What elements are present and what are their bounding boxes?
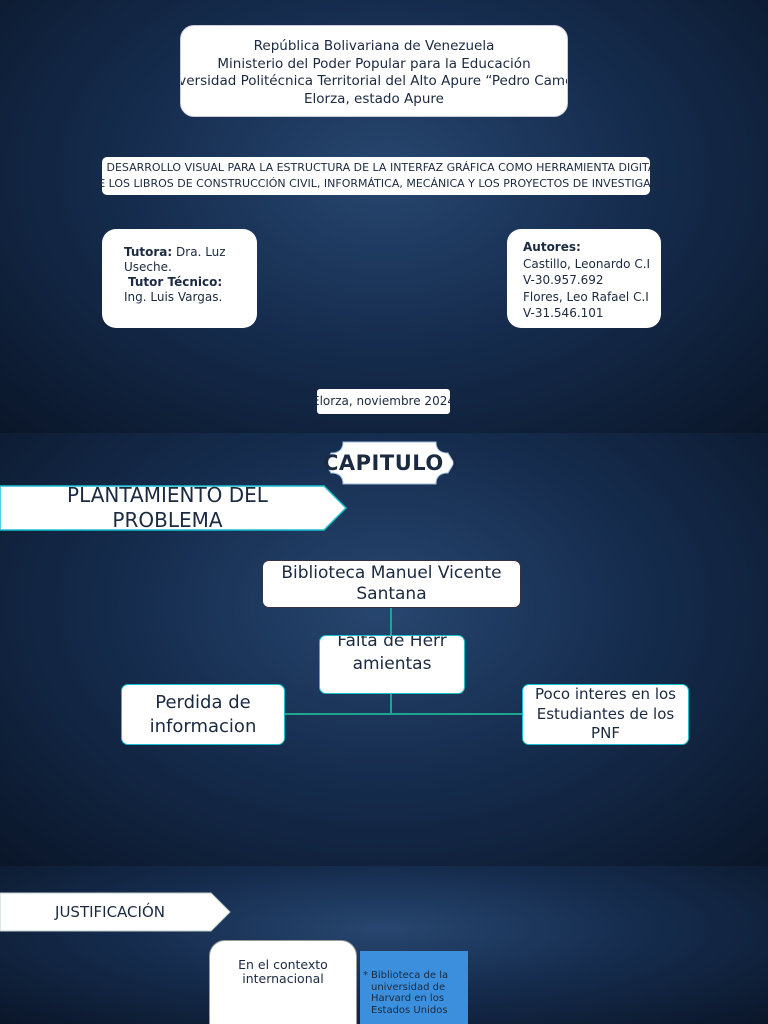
title-banner xyxy=(102,157,650,195)
justification-arrow: JUSTIFICACIÓN xyxy=(0,892,231,932)
author-line-4: V-31.546.101 xyxy=(523,306,604,320)
author-line-2: V-30.957.692 xyxy=(523,273,604,287)
tutora-text: Tutora: Dra. Luz Useche. xyxy=(124,245,247,275)
context-card-text: En el contexto internacional xyxy=(238,957,328,986)
institution-line-2: Ministerio del Poder Popular para la Edu… xyxy=(217,55,531,72)
chapter-badge-shape xyxy=(324,441,455,485)
authors-label: Autores: xyxy=(523,240,581,254)
thesis-title-line-2: DE LOS LIBROS DE CONSTRUCCIÓN CIVIL, INF… xyxy=(89,177,679,190)
date-text: Elorza, noviembre 2024 xyxy=(317,394,450,408)
section-arrow: PLANTAMIENTO DEL PROBLEMA xyxy=(0,483,347,532)
author-line-1: Castillo, Leonardo C.I xyxy=(523,256,651,271)
institution-line-3: Universidad Politécnica Territorial del … xyxy=(181,73,567,89)
date-box: Elorza, noviembre 2024 xyxy=(317,389,450,414)
node-biblioteca: Biblioteca Manuel Vicente Santana xyxy=(262,560,521,608)
node-poco-interes: Poco interes en los Estudiantes de los P… xyxy=(522,684,689,745)
author-line-3: Flores, Leo Rafael C.I xyxy=(523,289,649,304)
note-box: * Biblioteca de la universidad de Harvar… xyxy=(360,951,468,1024)
authors-box: Autores: Castillo, Leonardo C.I V-30.957… xyxy=(507,229,661,328)
section-title: PLANTAMIENTO DEL PROBLEMA xyxy=(67,483,268,532)
node-poco-interes-text: Poco interes en los Estudiantes de los P… xyxy=(535,685,676,743)
tutor-tecnico-name: Ing. Luis Vargas. xyxy=(124,290,223,304)
section-arrow-shape xyxy=(0,485,347,531)
connector-horizontal xyxy=(284,713,524,715)
thesis-title-line-1: DESARROLLO VISUAL PARA LA ESTRUCTURA DE … xyxy=(106,161,662,174)
chapter-title: CAPITULO I xyxy=(323,451,456,475)
justification-arrow-shape xyxy=(0,892,231,932)
connector-middle-down xyxy=(390,691,392,715)
node-perdida-informacion-text: Perdida de informacion xyxy=(149,691,257,737)
node-perdida-informacion: Perdida de informacion xyxy=(121,684,285,745)
institution-box: República Bolivariana de Venezuela Minis… xyxy=(180,25,568,117)
node-falta-herramientas: Falta de Herramientas xyxy=(319,635,465,694)
tutors-box: Tutora: Dra. Luz Useche. Tutor Técnico: … xyxy=(102,229,257,328)
node-biblioteca-text: Biblioteca Manuel Vicente Santana xyxy=(281,563,502,604)
connector-root-middle xyxy=(390,608,392,636)
thesis-title: DESARROLLO VISUAL PARA LA ESTRUCTURA DE … xyxy=(20,160,748,192)
tutora-name: Dra. Luz Useche. xyxy=(124,245,226,274)
slide-title: República Bolivariana de Venezuela Minis… xyxy=(0,0,768,433)
node-falta-herramientas-text: Falta de Herramientas xyxy=(337,635,447,674)
justification-title: JUSTIFICACIÓN xyxy=(55,903,165,921)
context-card: En el contexto internacional xyxy=(209,940,357,1024)
slide-problem: CAPITULO I PLANTAMIENTO DEL PROBLEMA Bib… xyxy=(0,433,768,866)
institution-line-4: Elorza, estado Apure xyxy=(304,90,444,107)
chapter-badge: CAPITULO I xyxy=(323,440,456,486)
tutora-label: Tutora: xyxy=(124,245,173,259)
institution-line-1: República Bolivariana de Venezuela xyxy=(253,38,495,54)
note-text: Biblioteca de la universidad de Harvard … xyxy=(371,970,449,1016)
slide-justification: JUSTIFICACIÓN En el contexto internacion… xyxy=(0,866,768,1024)
tutor-tecnico-label: Tutor Técnico: xyxy=(128,275,223,289)
note-bullet: * xyxy=(363,970,368,981)
